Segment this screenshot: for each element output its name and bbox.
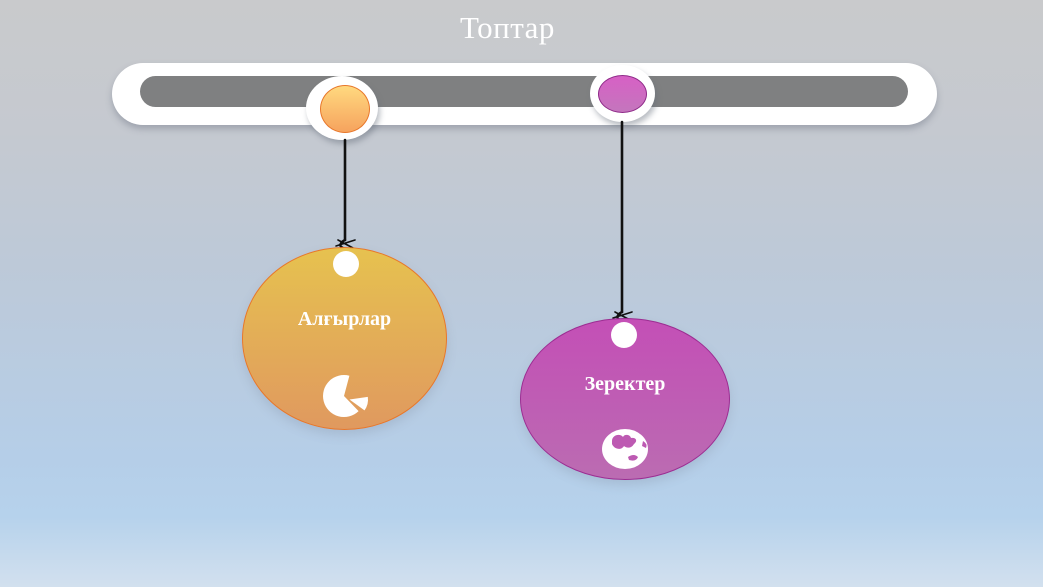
- group-label-zerekter: Зеректер: [584, 373, 666, 395]
- slide-title: Топтар: [460, 10, 555, 45]
- group-card-algyrlar[interactable]: Алғырлар: [242, 247, 447, 430]
- pie-chart-icon: [323, 374, 368, 417]
- group-card-zerekter[interactable]: Зеректер: [520, 318, 730, 480]
- pink-node-icon: [598, 75, 647, 113]
- timeline-track: [140, 76, 908, 107]
- group-label-algyrlar: Алғырлар: [297, 308, 392, 330]
- timeline-node-zerekter[interactable]: [590, 65, 655, 122]
- timeline-node-algyrlar[interactable]: [306, 76, 378, 140]
- balloon-hole: [611, 322, 637, 348]
- timeline-rail: [112, 63, 937, 125]
- orange-node-icon: [320, 85, 370, 133]
- string-left: [335, 138, 356, 266]
- globe-icon: [602, 429, 648, 469]
- balloon-hole: [333, 251, 359, 277]
- string-right: [612, 120, 633, 338]
